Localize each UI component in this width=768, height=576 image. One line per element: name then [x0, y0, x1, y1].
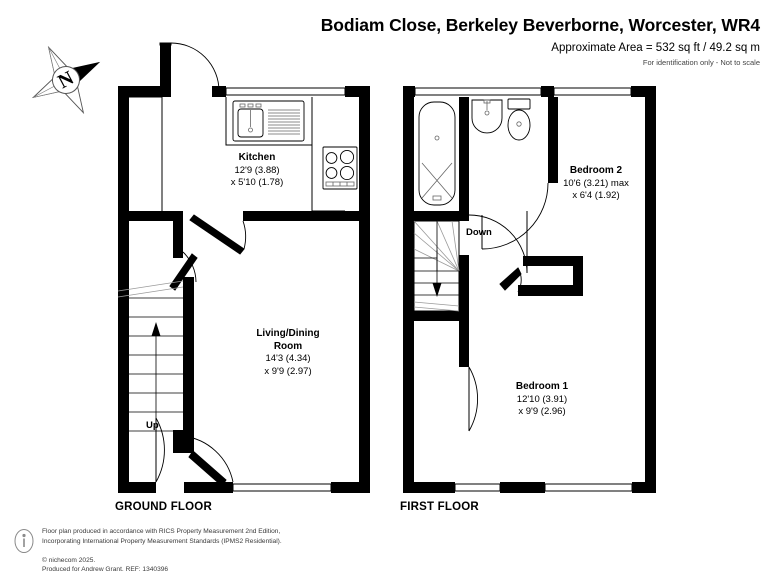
wall-first-landing-divider [459, 321, 469, 367]
wall-cupboard-right [573, 256, 583, 292]
window-bedroom1-a [454, 483, 501, 492]
wall-first-bathroom-bottom [414, 211, 469, 221]
door-swing-front-entrance [182, 435, 234, 483]
wall-ground-divider-left [118, 211, 183, 221]
wall-cupboard-bottom [518, 285, 583, 296]
stair-break-line-ground [117, 280, 184, 292]
door-leaf-cupboard [499, 267, 522, 291]
kitchen-dim-2: x 5'10 (1.78) [230, 177, 284, 188]
bath-icon [418, 101, 456, 206]
wall-ground-bottom-mid [184, 482, 233, 493]
room-label-bedroom-1: Bedroom 1 12'10 (3.91) x 9'9 (2.96) [470, 381, 614, 419]
living-dim-1: 14'3 (4.34) [265, 353, 311, 364]
compass-rose-icon: N [26, 40, 106, 120]
door-leaf-living-hall [169, 253, 198, 291]
wall-ground-bottom-left [118, 482, 156, 493]
footer-line-1: Floor plan produced in accordance with R… [42, 528, 281, 535]
wall-first-bathroom-right [459, 97, 469, 211]
wall-ground-top-left [118, 86, 160, 97]
bedroom1-name: Bedroom 1 [515, 381, 569, 392]
wall-first-bottom-right [632, 482, 656, 493]
door-leaf-kitchen-external [159, 42, 172, 46]
footer-copyright: © nichecom 2025. [42, 556, 96, 564]
drainer-icon [268, 109, 300, 135]
hob-icon [322, 146, 358, 190]
toilet-icon [507, 98, 531, 141]
stair-arrow-up [151, 322, 161, 336]
wall-ground-porch-left [160, 43, 171, 97]
first-floor-plan [403, 86, 656, 493]
living-dim-2: x 9'9 (2.97) [264, 365, 312, 377]
wall-first-top-mid [541, 86, 554, 97]
window-bathroom [414, 87, 542, 96]
staircase-first [413, 220, 460, 312]
footer-text-block: Floor plan produced in accordance with R… [42, 527, 282, 575]
information-icon [11, 528, 37, 554]
door-swing-kitchen-hall [242, 220, 247, 250]
disclaimer-text: For identification only - Not to scale [642, 58, 760, 67]
bedroom2-dim-1: 10'6 (3.21) max [563, 177, 629, 189]
wall-first-stairwell-bottom [403, 311, 459, 321]
room-label-living-dining: Living/Dining Room 14'3 (4.34) x 9'9 (2.… [215, 328, 361, 378]
wall-first-left [403, 86, 414, 493]
wall-ground-top-mid [212, 86, 226, 97]
wall-first-bottom-mid [500, 482, 545, 493]
page-title: Bodiam Close, Berkeley Beverborne, Worce… [320, 15, 760, 35]
wall-ground-right [359, 86, 370, 493]
wall-ground-stair-enclosure [183, 277, 194, 453]
plan-footer: Floor plan produced in accordance with R… [8, 524, 438, 573]
kitchen-alcove-outline [129, 96, 163, 211]
wall-first-bottom-left [403, 482, 455, 493]
wash-basin-icon [471, 99, 503, 134]
wall-first-right [645, 86, 656, 493]
wall-first-landing-left [403, 211, 414, 221]
plan-header: Bodiam Close, Berkeley Beverborne, Worce… [200, 14, 760, 68]
door-leaf-front-entrance [188, 450, 227, 487]
wall-first-stairwell-right [459, 255, 469, 321]
footer-line-2: Incorporating International Property Mea… [42, 537, 282, 545]
wall-ground-left [118, 86, 129, 493]
door-swing-cupboard [517, 267, 522, 293]
stair-arrow-down [432, 283, 442, 297]
wall-ground-hall-stub [173, 211, 183, 258]
window-bedroom1-b [544, 483, 633, 492]
cupboard-shelf-line [526, 258, 574, 265]
living-name: Living/Dining [256, 328, 320, 339]
bedroom1-dim-1: 12'10 (3.91) [516, 393, 568, 405]
living-name-2: Room [273, 340, 303, 352]
wall-ground-bottom-right [331, 482, 370, 493]
window-kitchen [225, 87, 346, 96]
kitchen-worktop-top [225, 97, 313, 146]
floor-label-first: FIRST FLOOR [400, 501, 479, 513]
wall-ground-divider-right [243, 211, 370, 221]
wall-first-top-right [631, 86, 656, 97]
stair-label-down: Down [466, 227, 492, 238]
door-leaf-kitchen-hall [189, 214, 245, 255]
wall-cupboard-top [523, 256, 583, 266]
wall-ground-top-right [345, 86, 370, 97]
footer-line-3: Produced for Andrew Grant. REF: 1340396 [42, 566, 169, 574]
kitchen-dim-1: 12'9 (3.88) [234, 164, 280, 176]
door-swing-living-hall [182, 251, 197, 283]
room-label-kitchen: Kitchen 12'9 (3.88) x 5'10 (1.78) [196, 152, 318, 190]
window-bedroom2 [553, 87, 632, 96]
window-living-front [232, 483, 332, 492]
wall-first-top-left [403, 86, 415, 97]
sink-unit-icon [232, 100, 305, 142]
room-label-bedroom-2: Bedroom 2 10'6 (3.21) max x 6'4 (1.92) [533, 165, 659, 203]
approximate-area: Approximate Area = 532 sq ft / 49.2 sq m [551, 42, 760, 54]
footer-line-2-wrap: Incorporating International Property Mea… [42, 537, 282, 566]
wall-ground-stair-foot [173, 430, 185, 453]
door-swing-bathroom [468, 214, 528, 274]
bedroom2-name: Bedroom 2 [569, 165, 623, 176]
stair-label-up: Up [146, 420, 159, 431]
bedroom2-dim-2: x 6'4 (1.92) [572, 190, 620, 201]
kitchen-name: Kitchen [238, 152, 276, 163]
staircase-ground [117, 280, 184, 437]
floor-label-ground: GROUND FLOOR [115, 501, 212, 513]
bedroom1-dim-2: x 9'9 (2.96) [518, 406, 566, 417]
